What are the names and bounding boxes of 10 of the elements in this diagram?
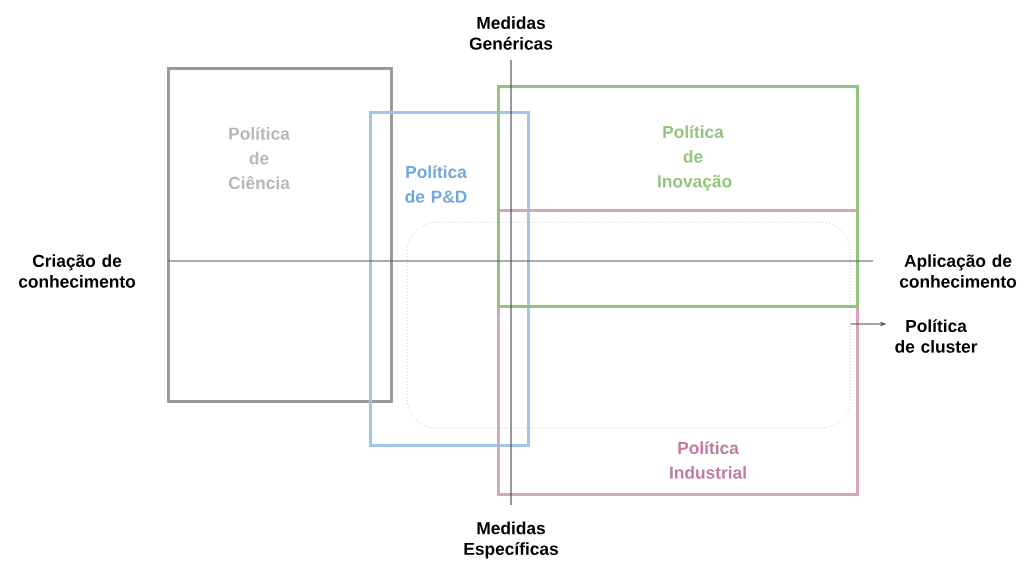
axis-label: Criação de conhecimento [18,254,136,288]
cluster-label: Política de cluster [895,319,978,353]
policy-box: Política Industrial [497,209,859,496]
axis-label: Aplicação de conhecimento [899,254,1017,288]
policy-box: Política de P&D [369,111,530,447]
policy-box: Política de Inovação [497,85,859,308]
policy-box: Política de Ciência [167,67,393,403]
axis-label: Medidas Genéricas [469,16,553,50]
axis-label: Medidas Específicas [464,521,558,559]
dotted-rounded-box [407,222,851,429]
